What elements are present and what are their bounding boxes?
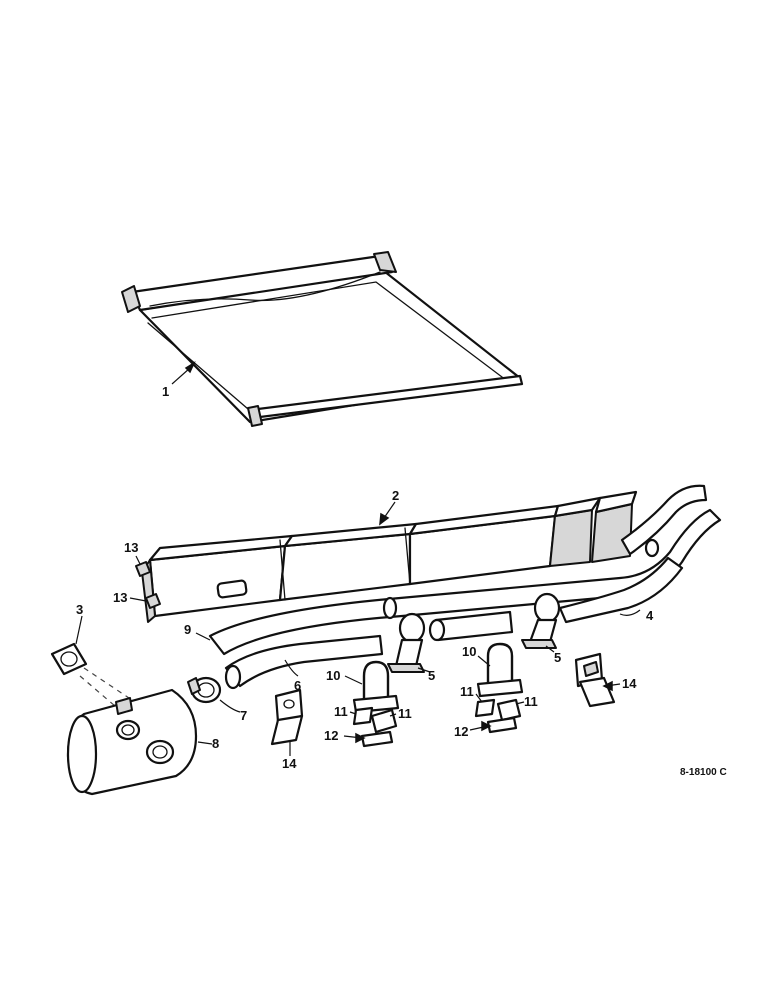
callout-14-left: 14 <box>282 756 297 771</box>
callout-7: 7 <box>240 708 247 723</box>
part-3-gasket <box>50 642 88 676</box>
callout-8: 8 <box>212 736 219 751</box>
part-11-hanger-right <box>474 698 522 722</box>
part-12-plate-left <box>360 730 394 748</box>
part-12-plate-right <box>486 716 518 734</box>
part-10-u-bolt-right <box>476 642 524 698</box>
callout-13-lower: 13 <box>113 590 127 605</box>
callout-1: 1 <box>162 384 169 399</box>
callout-5-right: 5 <box>554 650 561 665</box>
callout-11-left-a: 11 <box>334 704 348 719</box>
callout-5-left: 5 <box>428 668 435 683</box>
part-13-nut-upper <box>135 561 151 577</box>
part-7-clamp <box>187 676 222 704</box>
callout-6: 6 <box>294 678 301 693</box>
drawing-code: 8-18100 C <box>680 767 727 778</box>
part-6-extension-pipe <box>224 610 514 690</box>
callout-12-left: 12 <box>324 728 338 743</box>
part-14-bracket-left <box>270 688 304 746</box>
part-8-muffler <box>66 688 198 796</box>
callout-9: 9 <box>184 622 191 637</box>
callout-4: 4 <box>646 608 654 623</box>
part-13-nut-lower <box>145 593 161 609</box>
callout-11-right-a: 11 <box>460 684 474 699</box>
part-4-tail-pipe <box>208 484 722 656</box>
part-11-hanger-left <box>352 706 398 734</box>
callout-11-right-b: 11 <box>524 694 538 709</box>
callout-12-right: 12 <box>454 724 468 739</box>
callout-10-right: 10 <box>462 644 476 659</box>
callout-2: 2 <box>392 488 399 503</box>
part-5-clamp-left <box>387 612 426 673</box>
part-1-heat-shield <box>121 251 524 427</box>
callout-10-left: 10 <box>326 668 340 683</box>
callout-3: 3 <box>76 602 83 617</box>
callout-11-left-b: 11 <box>398 706 412 721</box>
part-2-tunnel-shield <box>141 490 638 623</box>
part-5-clamp-right <box>521 592 561 649</box>
part-14-bracket-right <box>574 652 616 708</box>
callout-13-upper: 13 <box>124 540 138 555</box>
callout-14-right: 14 <box>622 676 637 691</box>
